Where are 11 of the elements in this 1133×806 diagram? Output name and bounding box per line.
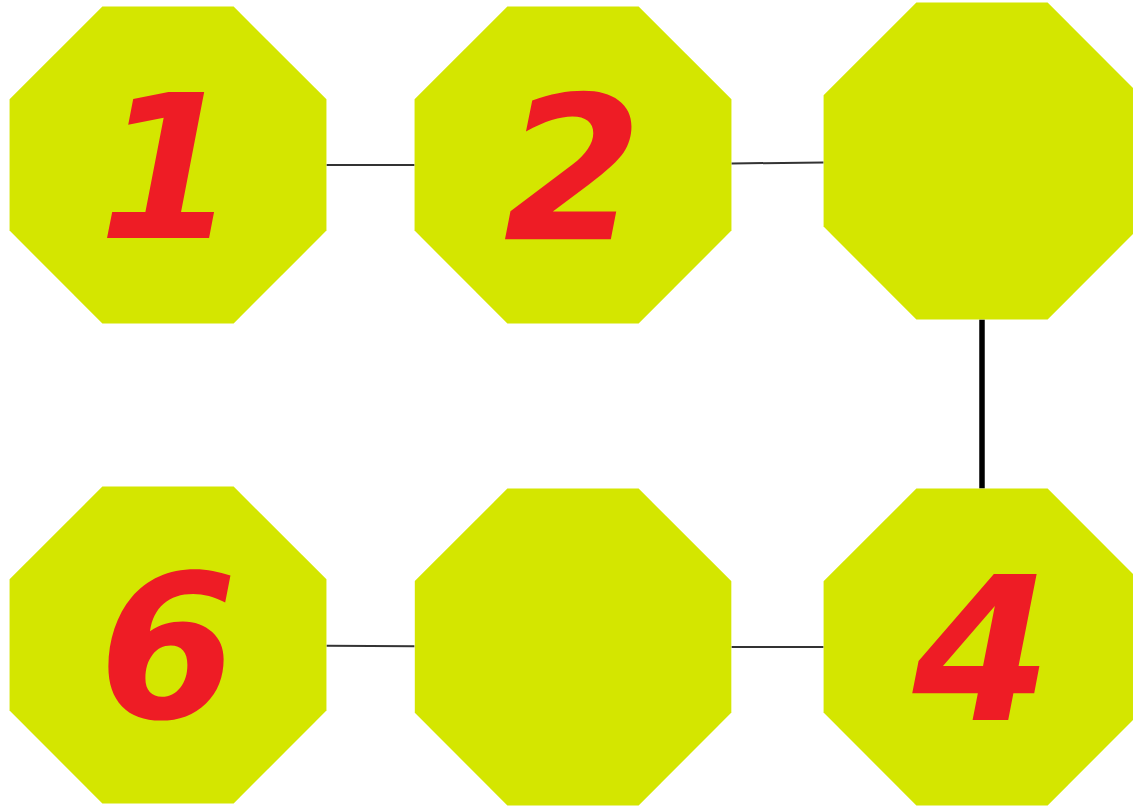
number-octagon: 1 [9, 6, 327, 324]
octagon [823, 2, 1133, 320]
connector-line [325, 163, 416, 166]
connector-line [325, 644, 416, 648]
octagon [414, 488, 732, 806]
connector-line [979, 319, 985, 489]
connector-line [730, 645, 825, 648]
connector-line [730, 161, 825, 165]
number-octagon: 4 [823, 488, 1133, 806]
number-octagon: 6 [9, 486, 327, 804]
number-octagon: 2 [414, 6, 732, 324]
